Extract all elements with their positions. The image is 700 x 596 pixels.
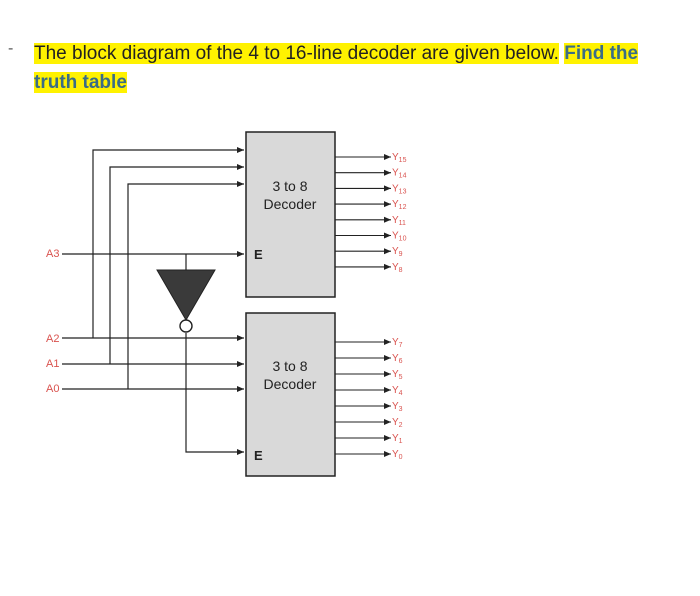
top-enable-label: E — [254, 247, 263, 262]
output-label: Y0 — [392, 449, 403, 461]
output-label: Y3 — [392, 401, 403, 413]
bottom-decoder-line1: 3 to 8 — [272, 358, 307, 374]
wire-a0-to-top — [127, 181, 244, 389]
question-text: The block diagram of the 4 to 16-line de… — [34, 39, 654, 97]
output-label: Y4 — [392, 385, 403, 397]
output-label: Y14 — [392, 168, 407, 180]
bottom-enable-label: E — [254, 448, 263, 463]
inverter-bubble-icon — [179, 319, 193, 333]
output-label: Y9 — [392, 246, 403, 258]
output-label: Y2 — [392, 417, 403, 429]
top-decoder-line1: 3 to 8 — [272, 178, 307, 194]
output-label: Y10 — [392, 231, 407, 243]
list-bullet: - — [8, 40, 14, 57]
top-decoder-line2: Decoder — [264, 196, 317, 212]
bottom-decoder-block — [245, 312, 336, 477]
output-label: Y11 — [392, 215, 406, 227]
bottom-decoder-line2: Decoder — [264, 376, 317, 392]
wire-a1-to-top — [109, 164, 244, 364]
wire-inverter-to-bottom-enable — [185, 333, 244, 455]
input-label-a0: A0 — [46, 383, 59, 395]
input-label-a2: A2 — [46, 333, 59, 345]
output-label: Y8 — [392, 262, 403, 274]
not-gate-icon — [156, 269, 216, 321]
input-label-a3: A3 — [46, 248, 59, 260]
output-label: Y1 — [392, 433, 403, 445]
output-label: Y12 — [392, 199, 407, 211]
output-label: Y6 — [392, 353, 403, 365]
wire-a2-to-top — [92, 147, 244, 338]
output-label: Y5 — [392, 369, 403, 381]
output-label: Y7 — [392, 337, 403, 349]
output-label: Y13 — [392, 183, 407, 195]
input-label-a1: A1 — [46, 358, 59, 370]
output-label: Y15 — [392, 152, 407, 164]
top-decoder-block — [245, 131, 336, 298]
question-plain-text: The block diagram of the 4 to 16-line de… — [34, 43, 559, 64]
